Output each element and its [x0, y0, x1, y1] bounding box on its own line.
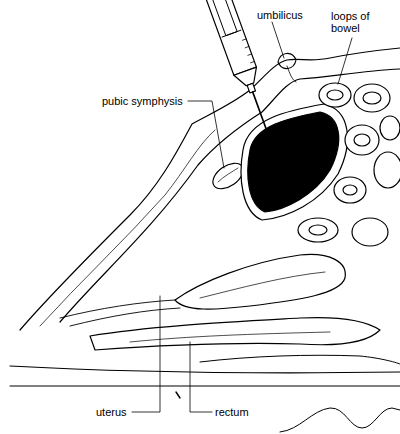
abdominal-wall	[60, 69, 400, 322]
bowel-loop	[345, 125, 379, 155]
needle	[253, 92, 277, 158]
bowel-loop	[352, 218, 388, 246]
bowel-loop	[374, 152, 400, 188]
part-label: rectum	[215, 406, 265, 418]
back-outline	[10, 366, 400, 373]
leader-lines	[132, 22, 352, 412]
skin-outline	[20, 48, 400, 330]
bowel-loop	[354, 134, 370, 146]
leader-line	[188, 101, 224, 168]
bowel-loop	[309, 225, 327, 235]
leader-line	[338, 38, 352, 84]
uterus-shape	[175, 254, 345, 309]
bowel-loop	[380, 116, 400, 140]
uterus-cavity	[200, 272, 325, 298]
pubic-bone-detail	[218, 168, 238, 182]
bowel-loop	[343, 185, 357, 195]
bowel-loop	[298, 218, 338, 242]
bowel-loop	[319, 83, 351, 107]
bowel-loop	[334, 177, 366, 203]
leader-line	[272, 22, 284, 58]
part-label: loops of bowel	[331, 10, 381, 34]
leader-line	[190, 342, 212, 412]
vagina	[60, 300, 180, 326]
bladder-wall	[241, 104, 347, 220]
bowel-loop	[363, 92, 381, 104]
syringe	[200, 0, 288, 162]
rectum-shape	[90, 318, 380, 351]
bowel-loops	[298, 83, 400, 246]
small-mark	[176, 392, 180, 398]
part-label: umbilicus	[257, 9, 327, 21]
buttock-outline	[280, 408, 400, 432]
leader-line	[132, 296, 160, 412]
part-label: pubic symphysis	[102, 95, 192, 107]
bowel-loop	[354, 84, 390, 112]
table-line	[10, 386, 400, 387]
bowel-loop	[327, 90, 343, 100]
syringe-marks	[242, 39, 254, 63]
umbilicus-cord	[287, 66, 296, 82]
syringe-plunger	[202, 0, 241, 37]
sacrum	[200, 355, 400, 364]
syringe-barrel	[200, 0, 257, 75]
needle-hub	[247, 83, 255, 93]
bladder-urine	[248, 112, 339, 212]
part-label: uterus	[96, 406, 136, 418]
